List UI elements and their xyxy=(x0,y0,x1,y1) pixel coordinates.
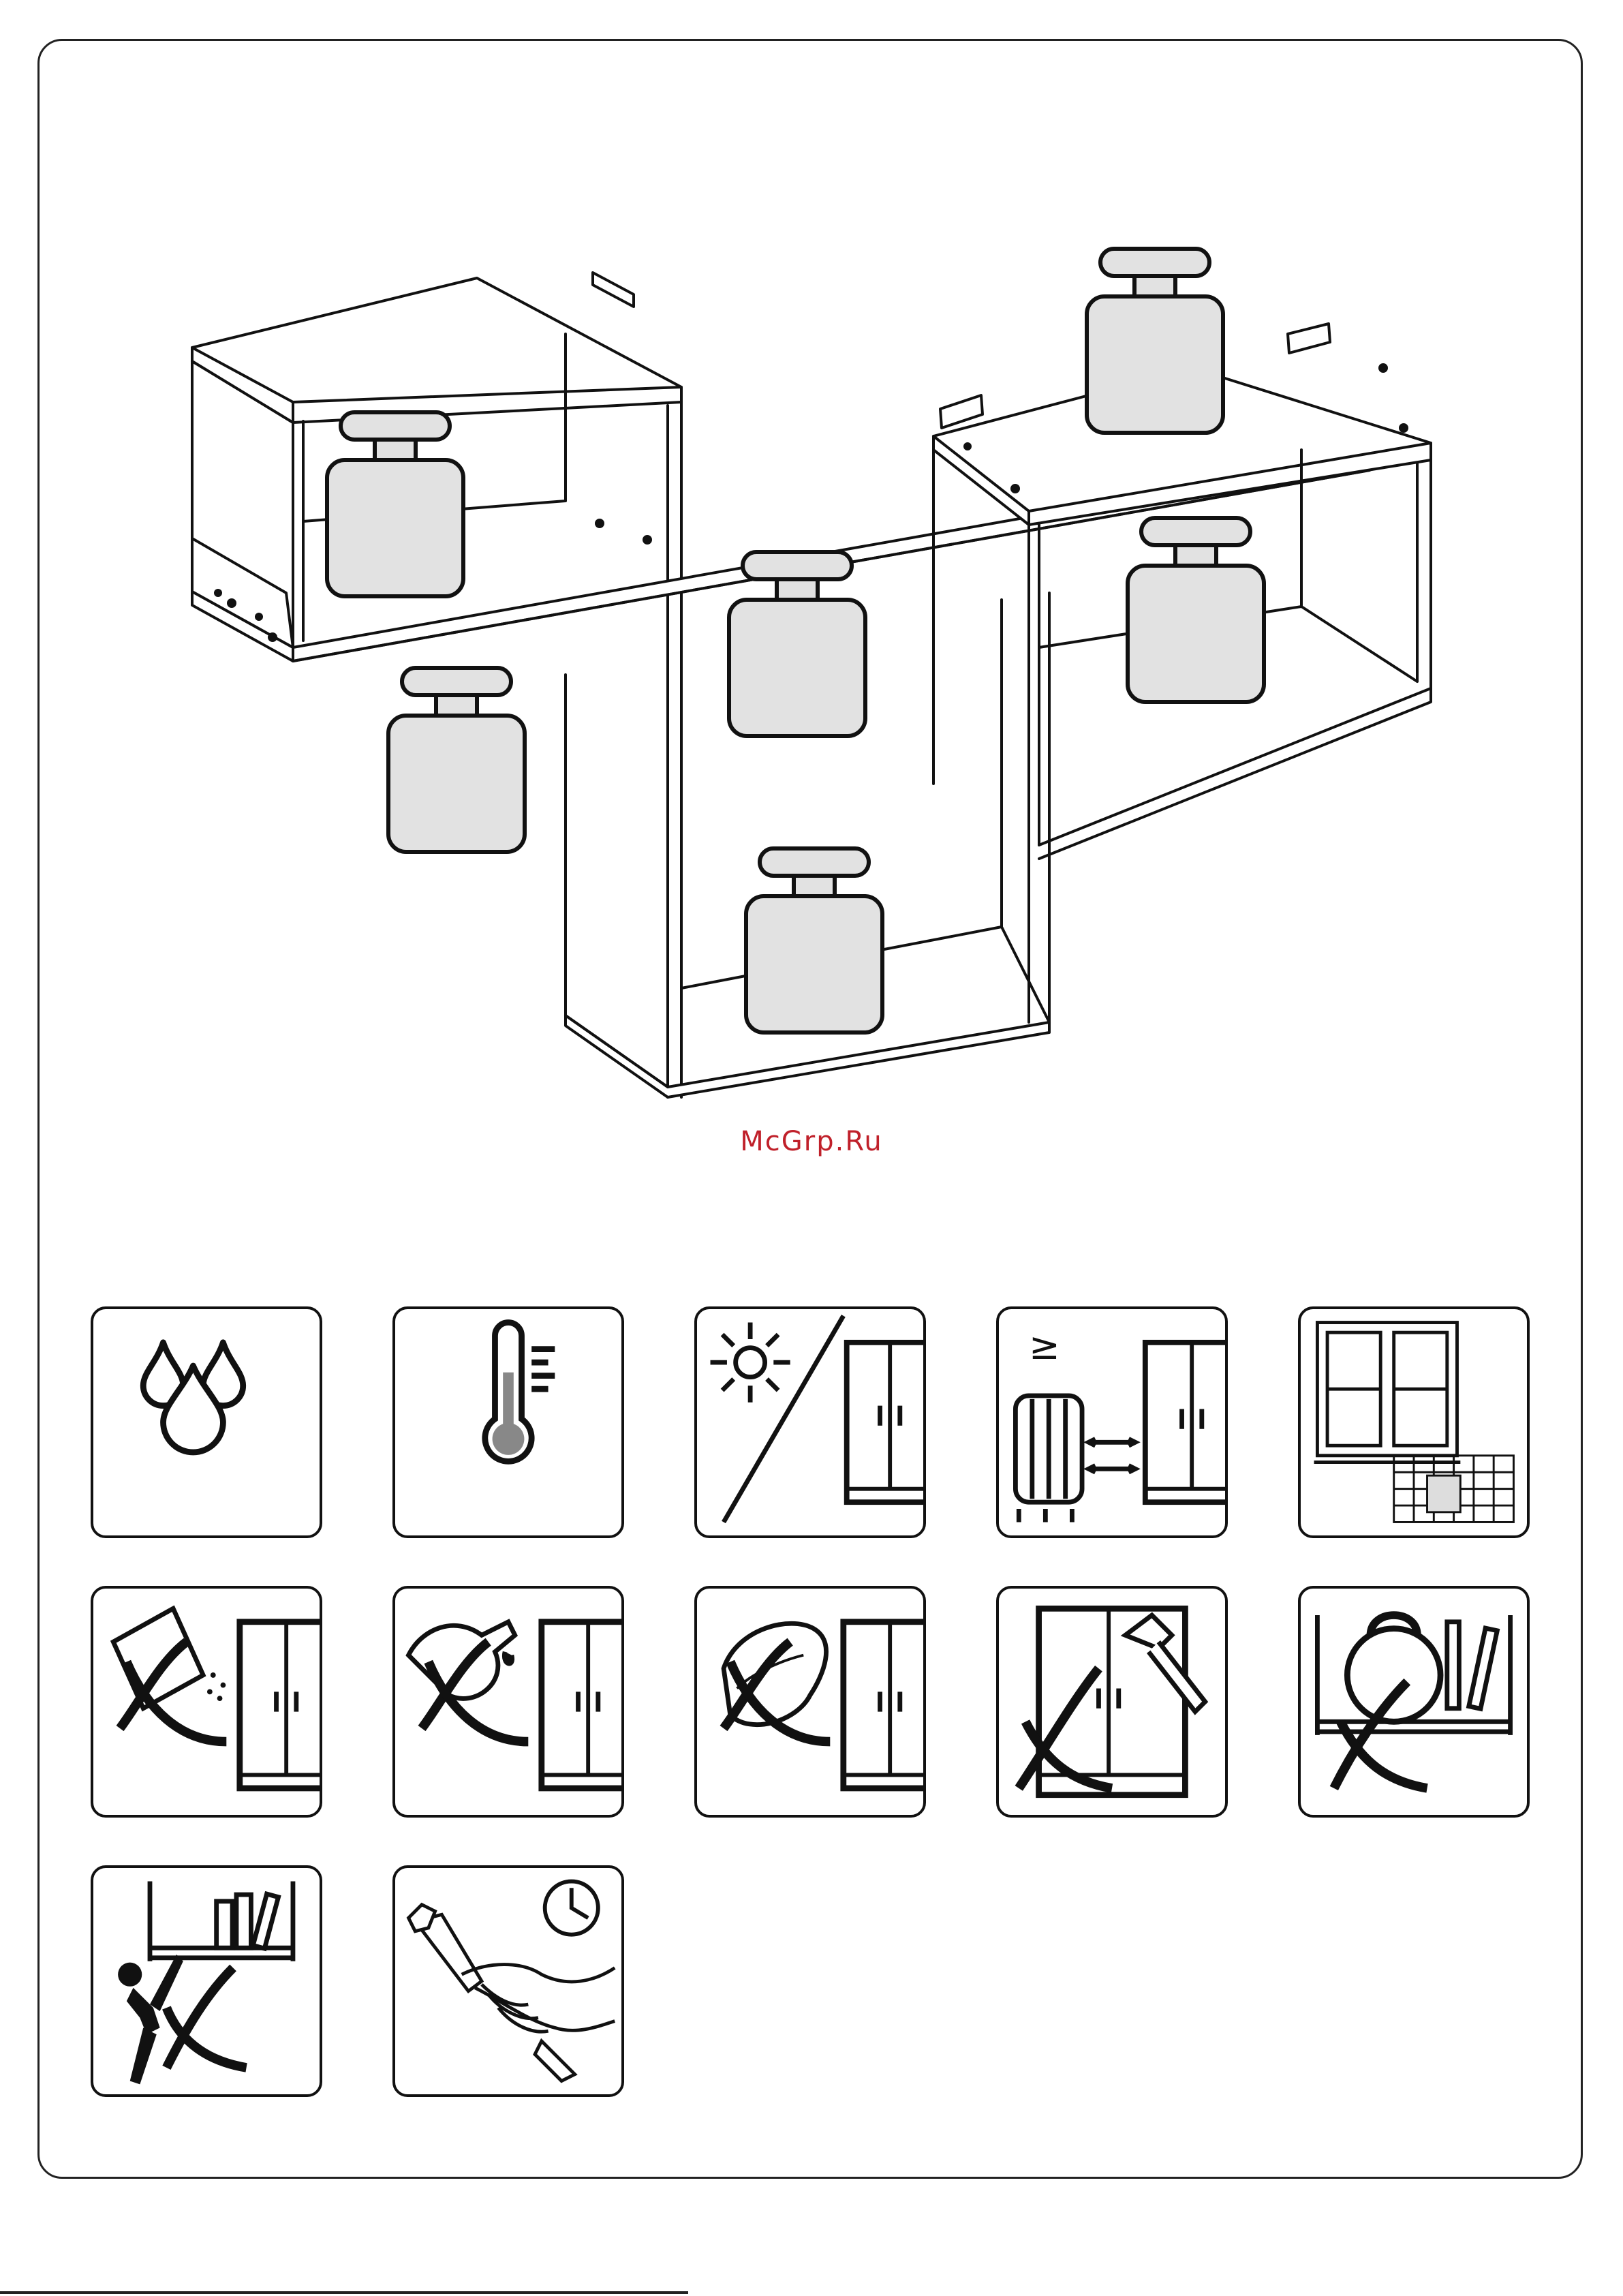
shelf-illustration xyxy=(184,239,1444,1124)
no-abrasive-icon xyxy=(694,1586,926,1818)
tighten-periodically-icon xyxy=(392,1865,624,2097)
heater-distance-icon: ≥ xyxy=(996,1306,1228,1538)
no-wet-cleaning-icon xyxy=(91,1586,322,1818)
footer-rule xyxy=(0,2291,688,2294)
ventilation-icon xyxy=(1298,1306,1530,1538)
temperature-icon xyxy=(392,1306,624,1538)
humidity-icon xyxy=(91,1306,322,1538)
watermark: McGrp.Ru xyxy=(0,1126,1623,1157)
no-climbing-icon xyxy=(91,1865,322,2097)
no-overload-icon xyxy=(1298,1586,1530,1818)
sunlight-icon xyxy=(694,1306,926,1538)
heater-distance-symbol: ≥ xyxy=(1029,1324,1060,1368)
no-chemicals-icon xyxy=(392,1586,624,1818)
no-impact-icon xyxy=(996,1586,1228,1818)
